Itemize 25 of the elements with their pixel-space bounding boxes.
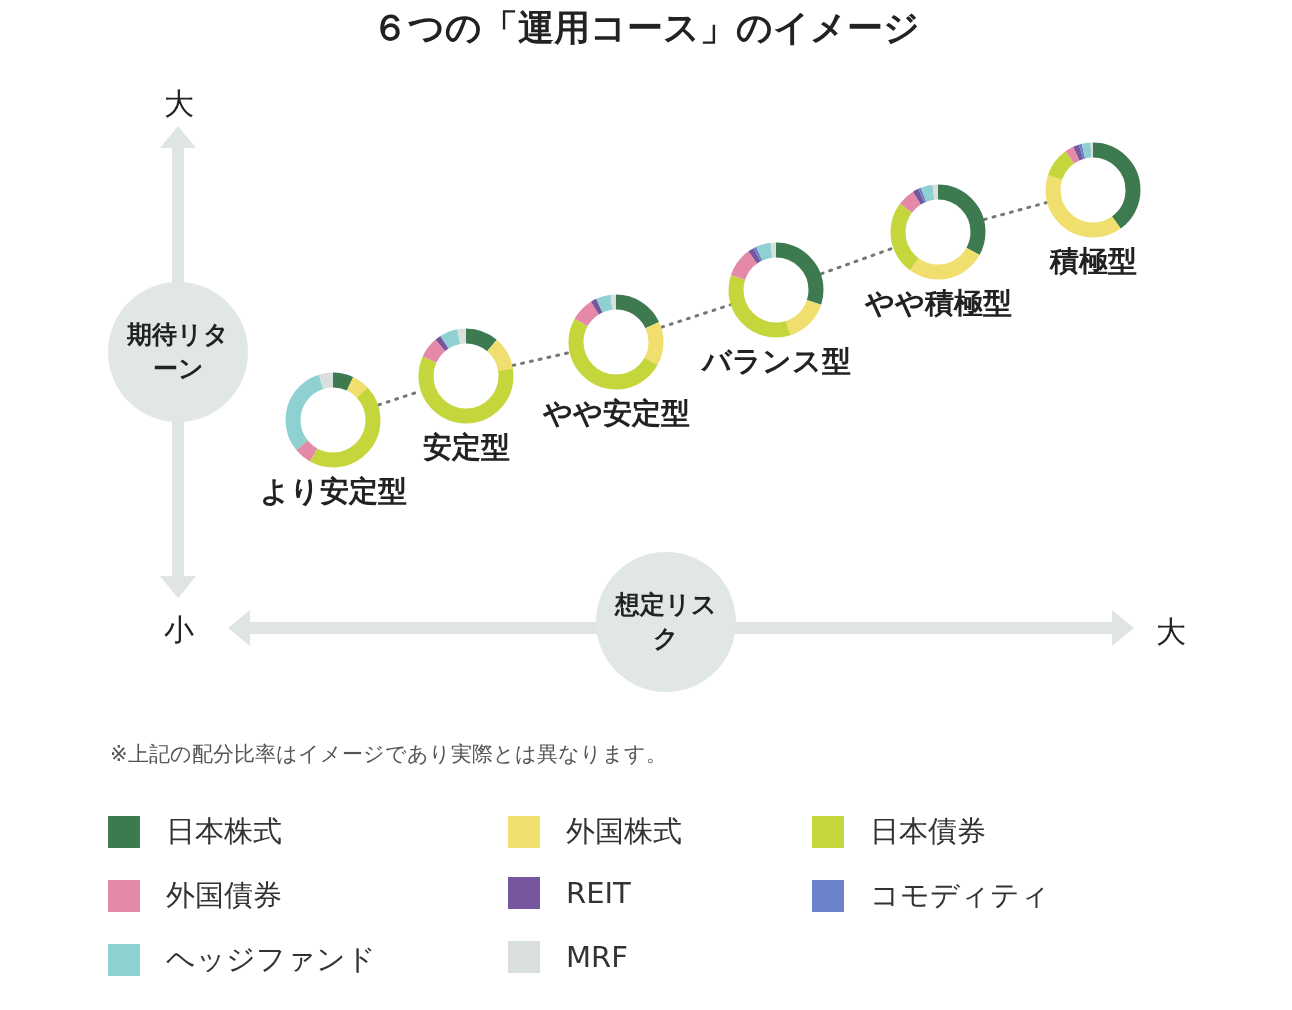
axis-end-label: 大 <box>164 85 194 123</box>
dotted-connector <box>660 303 732 329</box>
dotted-connector <box>819 246 895 276</box>
course-label: やや安定型 <box>542 395 690 432</box>
legend-label: REIT <box>566 876 631 910</box>
course-label: 安定型 <box>422 429 510 466</box>
legend-label: 日本株式 <box>166 813 282 850</box>
axis-end-label: 小 <box>164 611 194 649</box>
axis-label: 想定リスク <box>613 589 718 655</box>
legend-label: MRF <box>566 940 628 974</box>
legend-label: 日本債券 <box>870 813 986 850</box>
axis-label: 期待リターン <box>126 319 230 385</box>
axis-end-label: 大 <box>1156 613 1186 651</box>
course-label: バランス型 <box>701 343 851 380</box>
title: ６つの「運用コース」のイメージ <box>371 6 921 50</box>
course-label: やや積極型 <box>864 285 1012 322</box>
footnote: ※上記の配分比率はイメージであり実際とは異なります。 <box>110 741 667 768</box>
dotted-connector <box>982 201 1049 221</box>
legend-label: 外国株式 <box>566 813 682 850</box>
legend-label: コモディティ <box>870 877 1050 914</box>
legend-label: 外国債券 <box>166 877 282 914</box>
course-label: 積極型 <box>1049 243 1137 280</box>
legend-label: ヘッジファンド <box>166 941 376 978</box>
dotted-connector <box>511 351 571 367</box>
course-label: より安定型 <box>259 473 407 510</box>
